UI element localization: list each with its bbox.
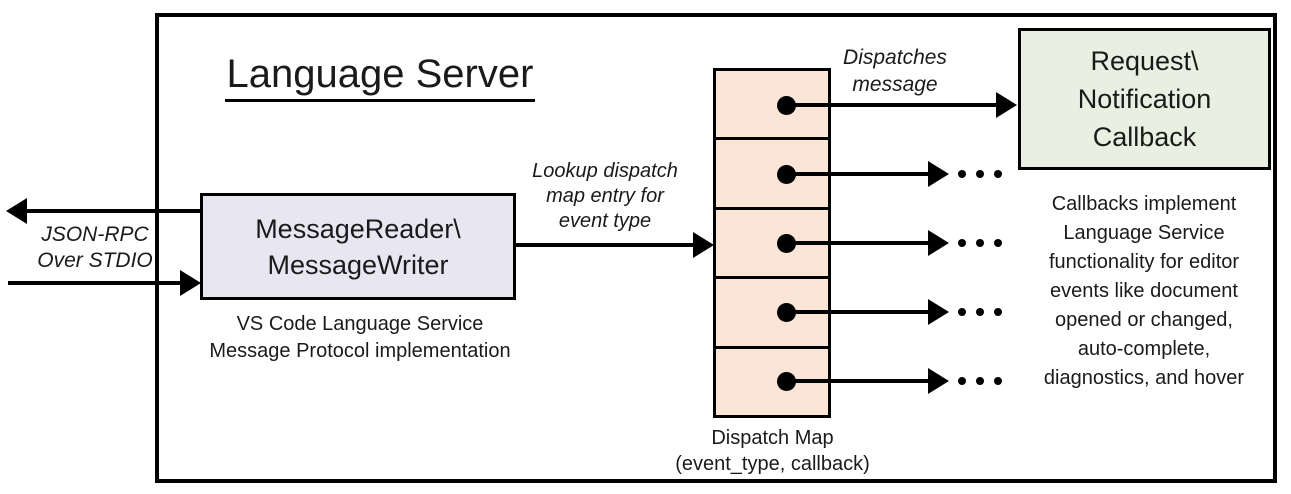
dispatch-arrowhead-icon <box>928 299 949 325</box>
dispatches-label: Dispatches message <box>843 46 947 96</box>
ellipsis-icon <box>958 377 1002 385</box>
dispatch-arrow-line <box>786 241 928 245</box>
message-reader-writer-box: MessageReader\ MessageWriter <box>200 193 516 300</box>
ellipsis-icon <box>958 239 1002 247</box>
stdio-out-arrow-line <box>22 209 200 213</box>
dispatch-map-caption: Dispatch Map (event_type, callback) <box>675 427 870 475</box>
stdio-out-arrowhead-icon <box>6 198 27 224</box>
message-reader-caption: VS Code Language Service Message Protoco… <box>209 313 511 362</box>
dispatch-arrow-line <box>786 379 928 383</box>
page-title: Language Server <box>205 52 555 102</box>
lookup-label: Lookup dispatch map entry for event type <box>532 160 678 232</box>
dispatch-map-cell <box>716 345 828 415</box>
dispatch-map-cell <box>716 206 828 276</box>
language-server-boundary-box <box>155 13 1277 483</box>
dispatch-arrowhead-icon <box>996 92 1017 118</box>
stdio-label: JSON-RPC Over STDIO <box>37 223 153 272</box>
dispatch-map-cell <box>716 137 828 206</box>
dispatch-arrowhead-icon <box>928 368 949 394</box>
lookup-arrowhead-icon <box>693 232 714 258</box>
dispatch-arrow-line <box>786 172 928 176</box>
page-title-text: Language Server <box>224 52 536 102</box>
request-notification-callback-box: Request\ Notification Callback <box>1018 28 1271 170</box>
stdio-in-arrow-line <box>8 281 180 285</box>
ellipsis-icon <box>958 308 1002 316</box>
dispatch-arrow-line <box>786 103 998 107</box>
dispatch-arrow-line <box>786 310 928 314</box>
ellipsis-icon <box>958 170 1002 178</box>
dispatch-arrowhead-icon <box>928 161 949 187</box>
stdio-in-arrowhead-icon <box>180 270 201 296</box>
dispatch-arrowhead-icon <box>928 230 949 256</box>
callbacks-note: Callbacks implement Language Service fun… <box>1043 193 1245 389</box>
lookup-arrow-line <box>516 243 695 247</box>
dispatch-map-cell <box>716 276 828 345</box>
